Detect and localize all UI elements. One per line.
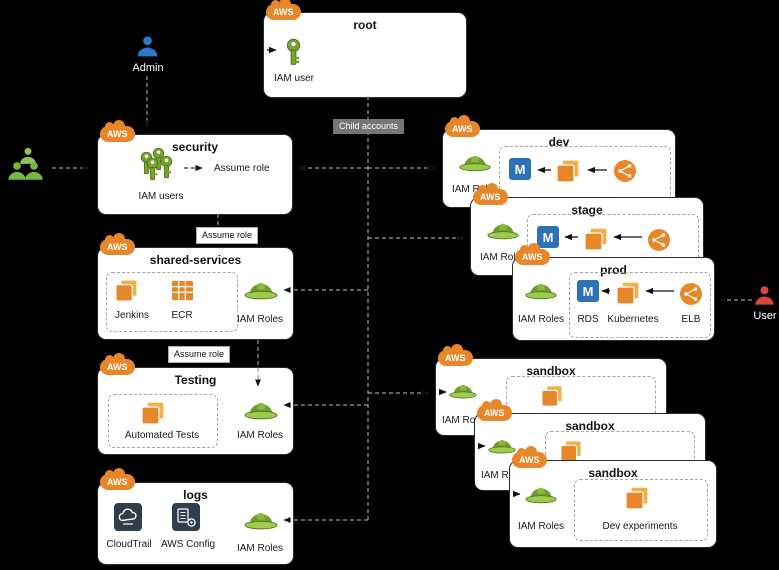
account-title-dev: dev — [548, 135, 570, 149]
iam-roles-hat-icon — [244, 276, 278, 306]
instances-icon — [559, 439, 583, 468]
rds-icon: M — [537, 226, 559, 248]
elb-label: ELB — [681, 314, 701, 325]
assume-role-chip: Assume role — [196, 227, 259, 244]
dev-experiments-icon — [624, 485, 650, 516]
account-box-testing: AWS Testing Automated Tests IAM Roles — [97, 353, 294, 455]
admin-person-icon — [135, 34, 160, 64]
cloudtrail-icon — [114, 503, 142, 536]
iam-roles-hat-icon — [244, 396, 278, 426]
rds-icon: M — [509, 158, 531, 180]
instances-icon — [583, 226, 609, 257]
iam-user-key-icon — [284, 37, 303, 74]
account-title-sandbox-2: sandbox — [565, 419, 615, 433]
elb-icon — [613, 159, 637, 188]
elb-icon — [647, 228, 671, 257]
account-box-sandbox-3: AWS sandbox IAM Roles Dev experiments — [509, 446, 717, 548]
account-title-prod: prod — [600, 263, 627, 277]
iam-roles-hat-icon — [459, 149, 491, 178]
automated-tests-icon — [140, 400, 166, 431]
kubernetes-icon — [615, 280, 641, 311]
ecr-icon — [170, 278, 195, 308]
iam-roles-label: IAM Roles — [441, 415, 489, 426]
account-title-sandbox-1: sandbox — [526, 364, 576, 378]
iam-roles-hat-icon — [449, 379, 477, 405]
iam-roles-hat-icon — [244, 506, 278, 536]
user-person-icon — [753, 284, 776, 312]
account-box-logs: AWS logs CloudTrail AWS Config IAM Roles — [97, 468, 294, 565]
account-box-shared-services: AWS shared-services Jenkins ECR IAM Role… — [97, 233, 294, 340]
account-title-sandbox-3: sandbox — [588, 466, 638, 480]
account-title-logs: logs — [183, 488, 208, 502]
account-box-security: AWS security Assume role IAM users — [97, 120, 293, 215]
aws-config-label: AWS Config — [160, 539, 216, 550]
rds-icon: M — [577, 280, 599, 302]
services-zone — [574, 479, 708, 541]
user-label: User — [753, 310, 777, 322]
account-box-root: AWS root IAM user — [263, 0, 467, 98]
services-zone — [106, 272, 238, 332]
aws-badge: AWS — [100, 353, 135, 375]
iam-roles-hat-icon — [525, 481, 557, 510]
aws-badge: AWS — [100, 233, 135, 255]
aws-badge: AWS — [100, 468, 135, 490]
aws-badge: AWS — [473, 183, 508, 205]
aws-badge: AWS — [512, 446, 547, 468]
iam-roles-label: IAM Roles — [517, 314, 565, 325]
services-zone — [569, 272, 711, 338]
aws-config-icon — [172, 503, 200, 536]
aws-badge: AWS — [100, 120, 135, 142]
services-zone — [108, 394, 218, 448]
assume-role-inline-label: Assume role — [214, 163, 270, 174]
iam-roles-label: IAM Roles — [480, 470, 528, 481]
account-box-sandbox-1: AWS sandbox IAM Roles — [435, 344, 667, 436]
child-accounts-label: Child accounts — [333, 119, 405, 134]
aws-badge: AWS — [438, 344, 473, 366]
admin-label: Admin — [132, 62, 164, 74]
account-title-security: security — [171, 140, 219, 154]
iam-users-group-icon — [6, 146, 52, 188]
iam-roles-label: IAM Roles — [236, 430, 284, 441]
iam-roles-label: IAM Roles — [236, 314, 284, 325]
account-title-shared-services: shared-services — [149, 253, 242, 267]
instances-icon — [540, 384, 564, 413]
iam-roles-label: IAM Roles — [479, 252, 527, 263]
jenkins-label: Jenkins — [115, 310, 149, 321]
account-title-root: root — [353, 18, 377, 32]
iam-roles-hat-icon — [525, 277, 557, 306]
rds-label: RDS — [577, 314, 599, 325]
aws-badge: AWS — [515, 243, 550, 265]
iam-roles-label: IAM Roles — [517, 521, 565, 532]
elb-icon — [679, 282, 703, 311]
account-title-testing: Testing — [174, 373, 217, 387]
automated-tests-label: Automated Tests — [124, 430, 200, 441]
dev-experiments-label: Dev experiments — [602, 521, 678, 532]
cloudtrail-label: CloudTrail — [106, 539, 152, 550]
aws-badge: AWS — [477, 399, 512, 421]
iam-roles-hat-icon — [488, 434, 516, 460]
aws-badge: AWS — [445, 115, 480, 137]
account-box-prod: AWS prod IAM Roles M RDS Kubernetes ELB — [512, 243, 715, 341]
assume-role-chip: Assume role — [168, 346, 231, 363]
instances-icon — [555, 158, 581, 189]
iam-user-label: IAM user — [273, 73, 314, 84]
iam-roles-label: IAM Roles — [236, 543, 284, 554]
iam-roles-hat-icon — [487, 217, 519, 246]
account-title-stage: stage — [571, 203, 603, 217]
jenkins-icon — [114, 278, 139, 308]
aws-badge: AWS — [266, 0, 301, 20]
kubernetes-label: Kubernetes — [607, 314, 659, 325]
iam-users-label: IAM users — [138, 191, 184, 202]
iam-roles-label: IAM Roles — [451, 184, 499, 195]
ecr-label: ECR — [171, 310, 193, 321]
